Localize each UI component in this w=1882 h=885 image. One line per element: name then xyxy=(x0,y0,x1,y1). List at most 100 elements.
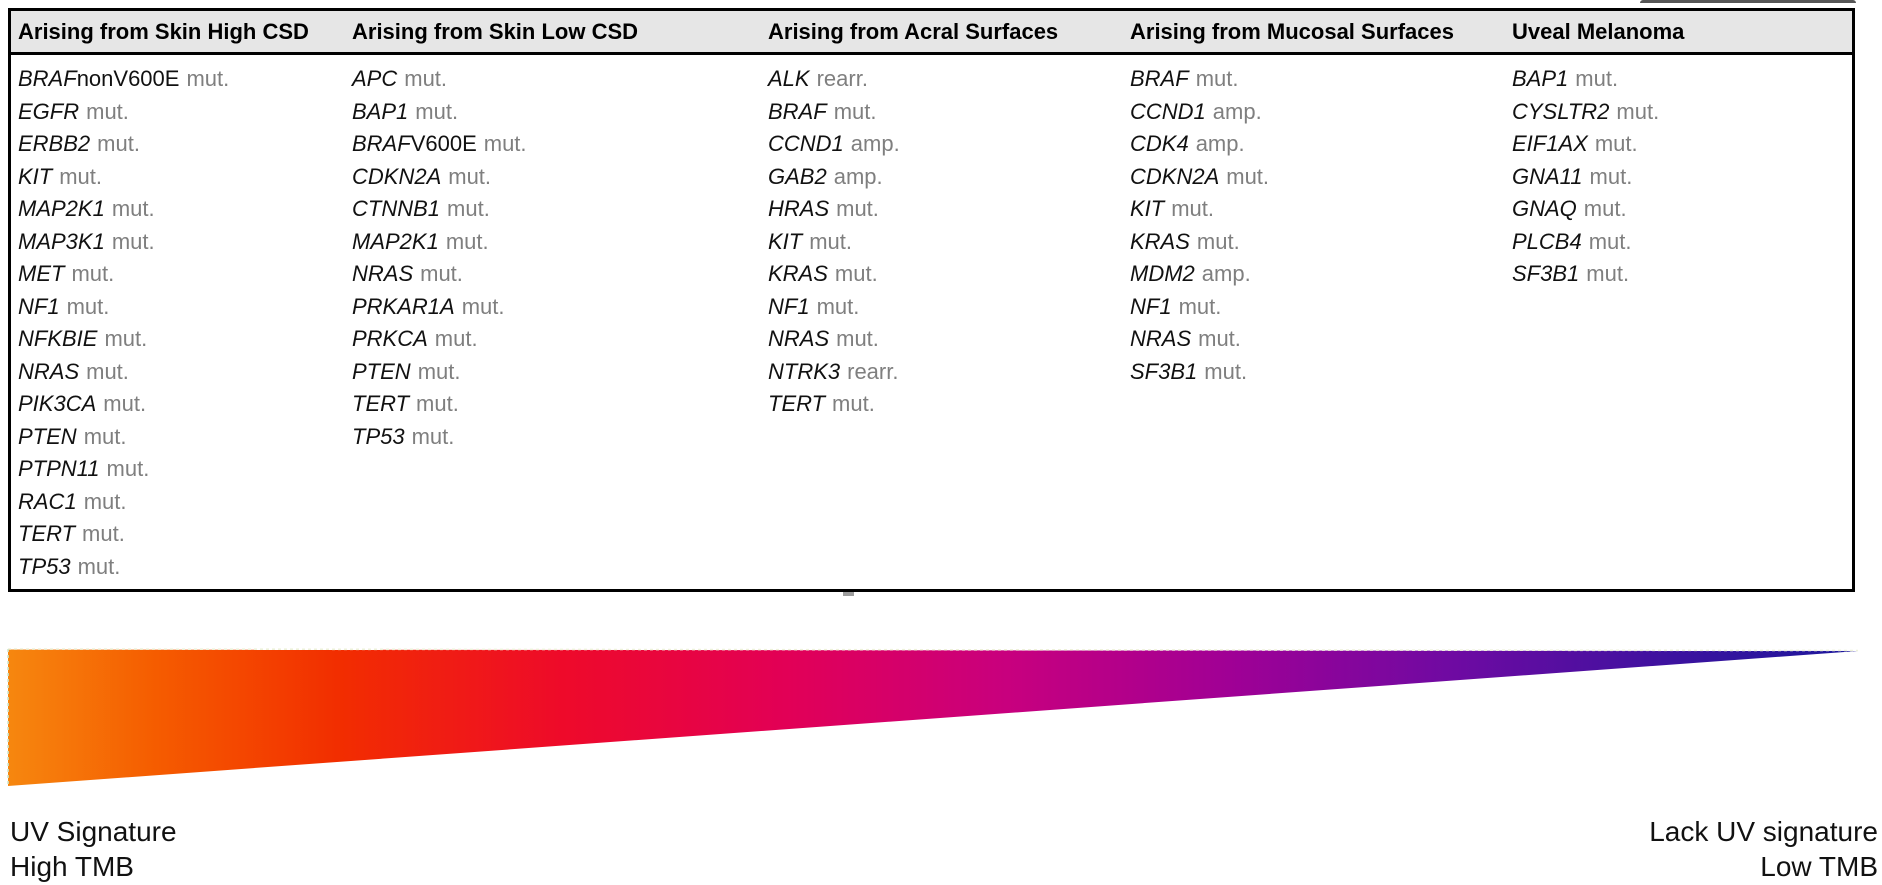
gradient-triangle xyxy=(8,649,1858,786)
gene-symbol: BAP1 xyxy=(1512,66,1569,91)
column-header-uveal-melanoma: Uveal Melanoma xyxy=(1512,18,1685,44)
alteration-type: amp. xyxy=(850,131,900,156)
gene-symbol: NTRK3 xyxy=(768,358,841,384)
low-tmb-label: Low TMB xyxy=(1760,851,1878,882)
alteration-type: mut. xyxy=(59,163,103,189)
alteration-type: mut. xyxy=(1586,261,1630,286)
alteration-type: mut. xyxy=(1195,66,1239,91)
gene-symbol: CDKN2A xyxy=(352,163,442,189)
alteration-type: mut. xyxy=(86,358,129,384)
gene-symbol: NRAS xyxy=(352,261,414,286)
gene-symbol: NF1 xyxy=(1130,293,1172,319)
column-header-arising-from-skin-low-csd: Arising from Skin Low CSD xyxy=(352,18,639,44)
alteration-type: mut. xyxy=(836,196,879,221)
gene-symbol: MAP2K1 xyxy=(352,228,439,254)
gene-symbol: PTEN xyxy=(18,423,77,449)
alteration-type: mut. xyxy=(77,553,121,579)
gene-variant: V600E xyxy=(410,131,477,156)
gene-symbol: NFKBIE xyxy=(18,326,98,351)
alteration-type: mut. xyxy=(111,196,155,221)
alteration-type: amp. xyxy=(833,163,883,189)
gene-symbol: MDM2 xyxy=(1130,261,1195,286)
alteration-type: mut. xyxy=(106,456,150,481)
alteration-type: mut. xyxy=(411,423,455,449)
gene-symbol: CCND1 xyxy=(768,131,844,156)
gene-symbol: TP53 xyxy=(18,553,71,579)
alteration-type: mut. xyxy=(448,163,492,189)
gene-symbol: PLCB4 xyxy=(1512,228,1582,254)
column-header-arising-from-skin-high-csd: Arising from Skin High CSD xyxy=(18,18,309,44)
alteration-type: mut. xyxy=(1589,163,1633,189)
alteration-type: mut. xyxy=(103,391,147,416)
gene-symbol: KIT xyxy=(768,228,803,254)
gene-symbol: PTPN11 xyxy=(18,456,100,481)
alteration-type: amp. xyxy=(1195,131,1245,156)
gene-symbol: TERT xyxy=(352,391,410,416)
gene-symbol: GNA11 xyxy=(1512,163,1583,189)
alteration-type: mut. xyxy=(1171,196,1215,221)
gene-symbol: TP53 xyxy=(352,423,405,449)
selection-handle-artifact xyxy=(843,592,854,596)
uv-signature-label: UV Signature xyxy=(10,816,177,847)
gene-symbol: TERT xyxy=(18,521,76,546)
gene-symbol: KIT xyxy=(18,163,53,189)
alteration-type: mut. xyxy=(832,391,875,416)
gene-symbol: BRAF xyxy=(18,66,77,91)
alteration-type: mut. xyxy=(1594,131,1638,156)
alteration-type: mut. xyxy=(833,98,877,124)
gene-symbol: KRAS xyxy=(768,261,828,286)
alteration-type: mut. xyxy=(186,66,230,91)
gene-symbol: MAP2K1 xyxy=(18,196,105,221)
alteration-type: mut. xyxy=(836,326,879,351)
alteration-type: mut. xyxy=(420,261,463,286)
gene-symbol: RAC1 xyxy=(18,488,77,514)
gene-symbol: BAP1 xyxy=(352,98,409,124)
gene-symbol: SF3B1 xyxy=(1512,261,1580,286)
gene-symbol: EIF1AX xyxy=(1512,131,1588,156)
gene-symbol: TERT xyxy=(768,391,826,416)
alteration-type: mut. xyxy=(483,131,527,156)
alteration-type: mut. xyxy=(415,98,459,124)
gene-symbol: NRAS xyxy=(18,358,80,384)
gene-symbol: NRAS xyxy=(1130,326,1192,351)
gene-symbol: GNAQ xyxy=(1512,196,1577,221)
gene-symbol: SF3B1 xyxy=(1130,358,1198,384)
column-header-arising-from-acral-surfaces: Arising from Acral Surfaces xyxy=(768,18,1059,44)
alteration-type: mut. xyxy=(66,293,110,319)
high-tmb-label: High TMB xyxy=(10,851,134,882)
alteration-type: mut. xyxy=(1575,66,1619,91)
gene-symbol: PRKAR1A xyxy=(352,293,455,319)
alteration-type: mut. xyxy=(97,131,140,156)
gene-symbol: CDK4 xyxy=(1130,131,1189,156)
alteration-type: mut. xyxy=(447,196,490,221)
